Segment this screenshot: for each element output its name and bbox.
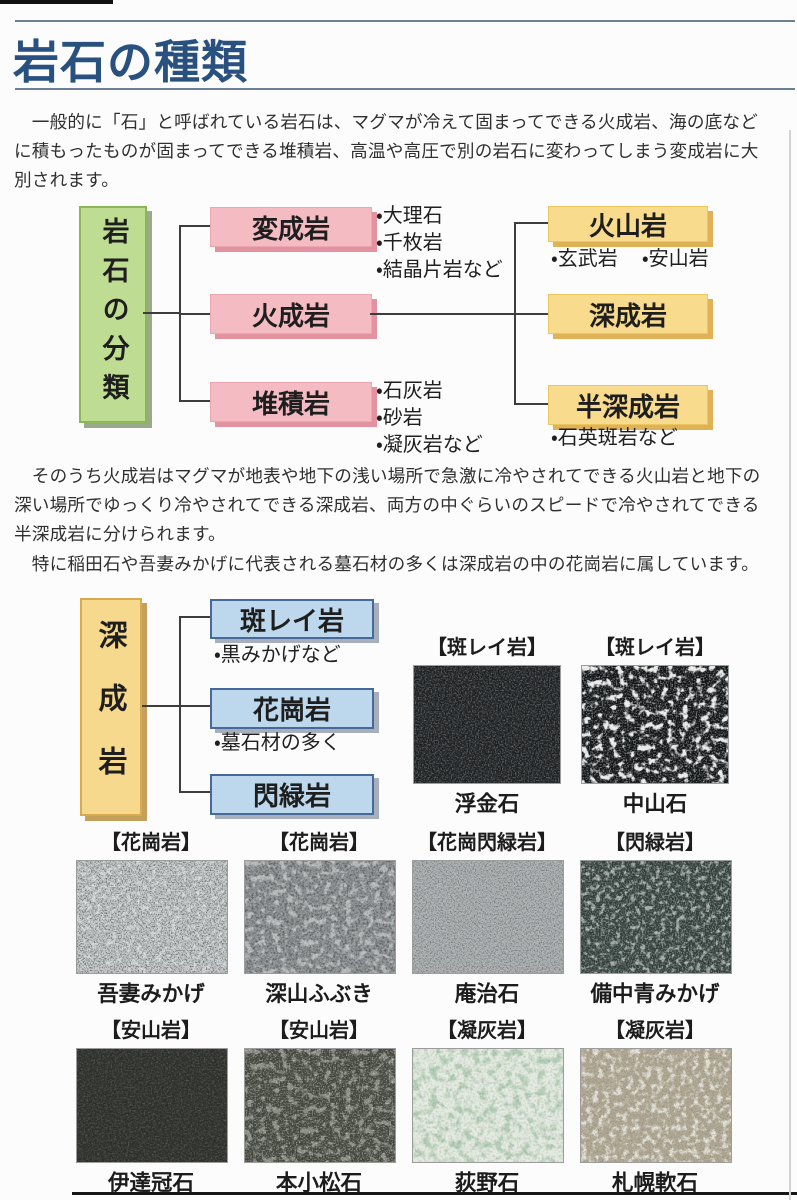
branch-box-metamorphic: 変成岩	[210, 207, 372, 247]
page-title: 岩石の種類	[13, 35, 248, 89]
title-rule-bottom	[15, 88, 795, 90]
rock-specimen: 【斑レイ岩】浮金石	[412, 635, 562, 817]
rock-specimen: 【花崗岩】吾妻みかげ	[76, 830, 228, 1007]
connector-line	[179, 400, 210, 402]
igneous-paragraph: そのうち火成岩はマグマが地表や地下の浅い場所で急激に冷やされてできる火山岩と地下…	[14, 467, 761, 545]
hypabyssal-examples: ・石英斑岩など	[551, 424, 678, 451]
intro-paragraph: 一般的に「石」と呼ばれている岩石は、マグマが冷えて固まってできる火成岩、海の底な…	[14, 113, 759, 191]
connector-line	[142, 705, 179, 707]
connector-line	[514, 313, 548, 315]
list-item: ・千枚岩	[376, 230, 443, 254]
connector-line	[179, 225, 210, 227]
connector-line	[179, 705, 210, 707]
list-item: ・黒みかげなど	[214, 642, 341, 666]
branch-box-sedimentary: 堆積岩	[210, 382, 372, 422]
rock-category-label: 【閃緑岩】	[605, 830, 705, 854]
rock-category-label: 【安山岩】	[269, 1018, 369, 1042]
rock-specimen: 【閃緑岩】備中青みかげ	[580, 830, 732, 1007]
connector-line	[514, 222, 548, 224]
branch-box-diorite: 閃緑岩	[210, 774, 374, 815]
rock-name: 伊達冠石	[107, 1171, 194, 1196]
branch-box-igneous: 火成岩	[210, 294, 372, 334]
rock-specimen: 【安山岩】伊達冠石	[76, 1018, 228, 1196]
list-item: ・安山岩	[641, 246, 709, 270]
rock-photo	[244, 1048, 396, 1163]
branch-box-hypabyssal: 半深成岩	[548, 385, 708, 425]
connector-line	[514, 403, 548, 405]
connector-line	[179, 616, 210, 618]
rock-photo	[76, 860, 228, 974]
volcanic-examples: ・玄武岩 ・安山岩	[551, 245, 709, 272]
list-item: ・砂岩	[376, 405, 423, 429]
title-rule-top	[15, 20, 795, 22]
connector-line	[370, 313, 514, 315]
rock-name: 本小松石	[275, 1171, 362, 1196]
rock-photo	[412, 860, 564, 974]
rock-photo	[413, 665, 561, 784]
list-item: ・石灰岩	[376, 378, 443, 402]
branch-box-volcanic: 火山岩	[548, 206, 708, 242]
branch-box-plutonic: 深成岩	[548, 294, 708, 334]
branch-box-granite: 花崗岩	[210, 688, 374, 729]
scan-artifact-right-edge	[789, 130, 791, 1200]
scan-artifact-top	[0, 0, 113, 4]
rock-specimen: 【斑レイ岩】中山石	[580, 635, 730, 817]
rock-photo	[412, 1048, 564, 1163]
rock-photo	[244, 860, 396, 974]
list-item: ・玄武岩	[551, 246, 618, 270]
gabbro-examples: ・黒みかげなど	[214, 641, 341, 668]
rock-name: 備中青みかげ	[590, 982, 720, 1007]
granite-examples: ・墓石材の多く	[214, 729, 341, 756]
classification-root-box: 岩石の分類	[79, 206, 147, 423]
rock-specimen: 【凝灰岩】札幌軟石	[580, 1018, 732, 1196]
rock-category-label: 【斑レイ岩】	[427, 635, 547, 659]
connector-line	[179, 791, 210, 793]
rock-category-label: 【花崗岩】	[269, 830, 369, 854]
rock-photo	[581, 665, 729, 784]
rock-specimen: 【花崗岩】深山ふぶき	[244, 830, 396, 1007]
connector-line	[143, 312, 180, 314]
list-item: ・墓石材の多く	[214, 730, 341, 754]
rock-specimen: 【花崗閃緑岩】庵治石	[412, 830, 564, 1007]
rock-category-label: 【安山岩】	[101, 1018, 201, 1042]
scan-artifact-bottom	[72, 1192, 797, 1195]
metamorphic-examples: ・大理石 ・千枚岩 ・結晶片岩など	[376, 202, 503, 283]
rock-name: 中山石	[622, 792, 688, 817]
rock-name: 荻野石	[454, 1171, 520, 1196]
connector-line	[179, 313, 210, 315]
branch-box-gabbro: 斑レイ岩	[210, 599, 374, 639]
list-item: ・石英斑岩など	[551, 425, 678, 449]
rock-photo	[580, 860, 732, 974]
rock-name: 深山ふぶき	[265, 982, 373, 1007]
rock-specimen: 【凝灰岩】荻野石	[412, 1018, 564, 1196]
rock-category-label: 【花崗閃緑岩】	[417, 830, 557, 854]
list-item: ・結晶片岩など	[376, 257, 503, 281]
rock-category-label: 【斑レイ岩】	[595, 635, 715, 659]
rock-name: 庵治石	[454, 982, 520, 1007]
rock-category-label: 【花崗岩】	[101, 830, 201, 854]
rock-name: 札幌軟石	[611, 1171, 698, 1196]
list-item: ・大理石	[376, 203, 443, 227]
rock-specimen: 【安山岩】本小松石	[244, 1018, 396, 1196]
sedimentary-examples: ・石灰岩 ・砂岩 ・凝灰岩など	[376, 377, 483, 458]
rock-category-label: 【凝灰岩】	[437, 1018, 537, 1042]
rock-category-label: 【凝灰岩】	[605, 1018, 705, 1042]
list-item: ・凝灰岩など	[376, 432, 483, 456]
plutonic-root-box: 深成岩	[80, 598, 142, 816]
connector-trunk	[179, 616, 181, 793]
rock-photo	[76, 1048, 228, 1163]
rock-photo	[580, 1048, 732, 1163]
tombstone-paragraph: 特に稲田石や吾妻みかげに代表される墓石材の多くは深成岩の中の花崗岩に属しています…	[14, 555, 760, 575]
rock-name: 吾妻みかげ	[97, 982, 205, 1007]
rock-name: 浮金石	[454, 792, 520, 817]
